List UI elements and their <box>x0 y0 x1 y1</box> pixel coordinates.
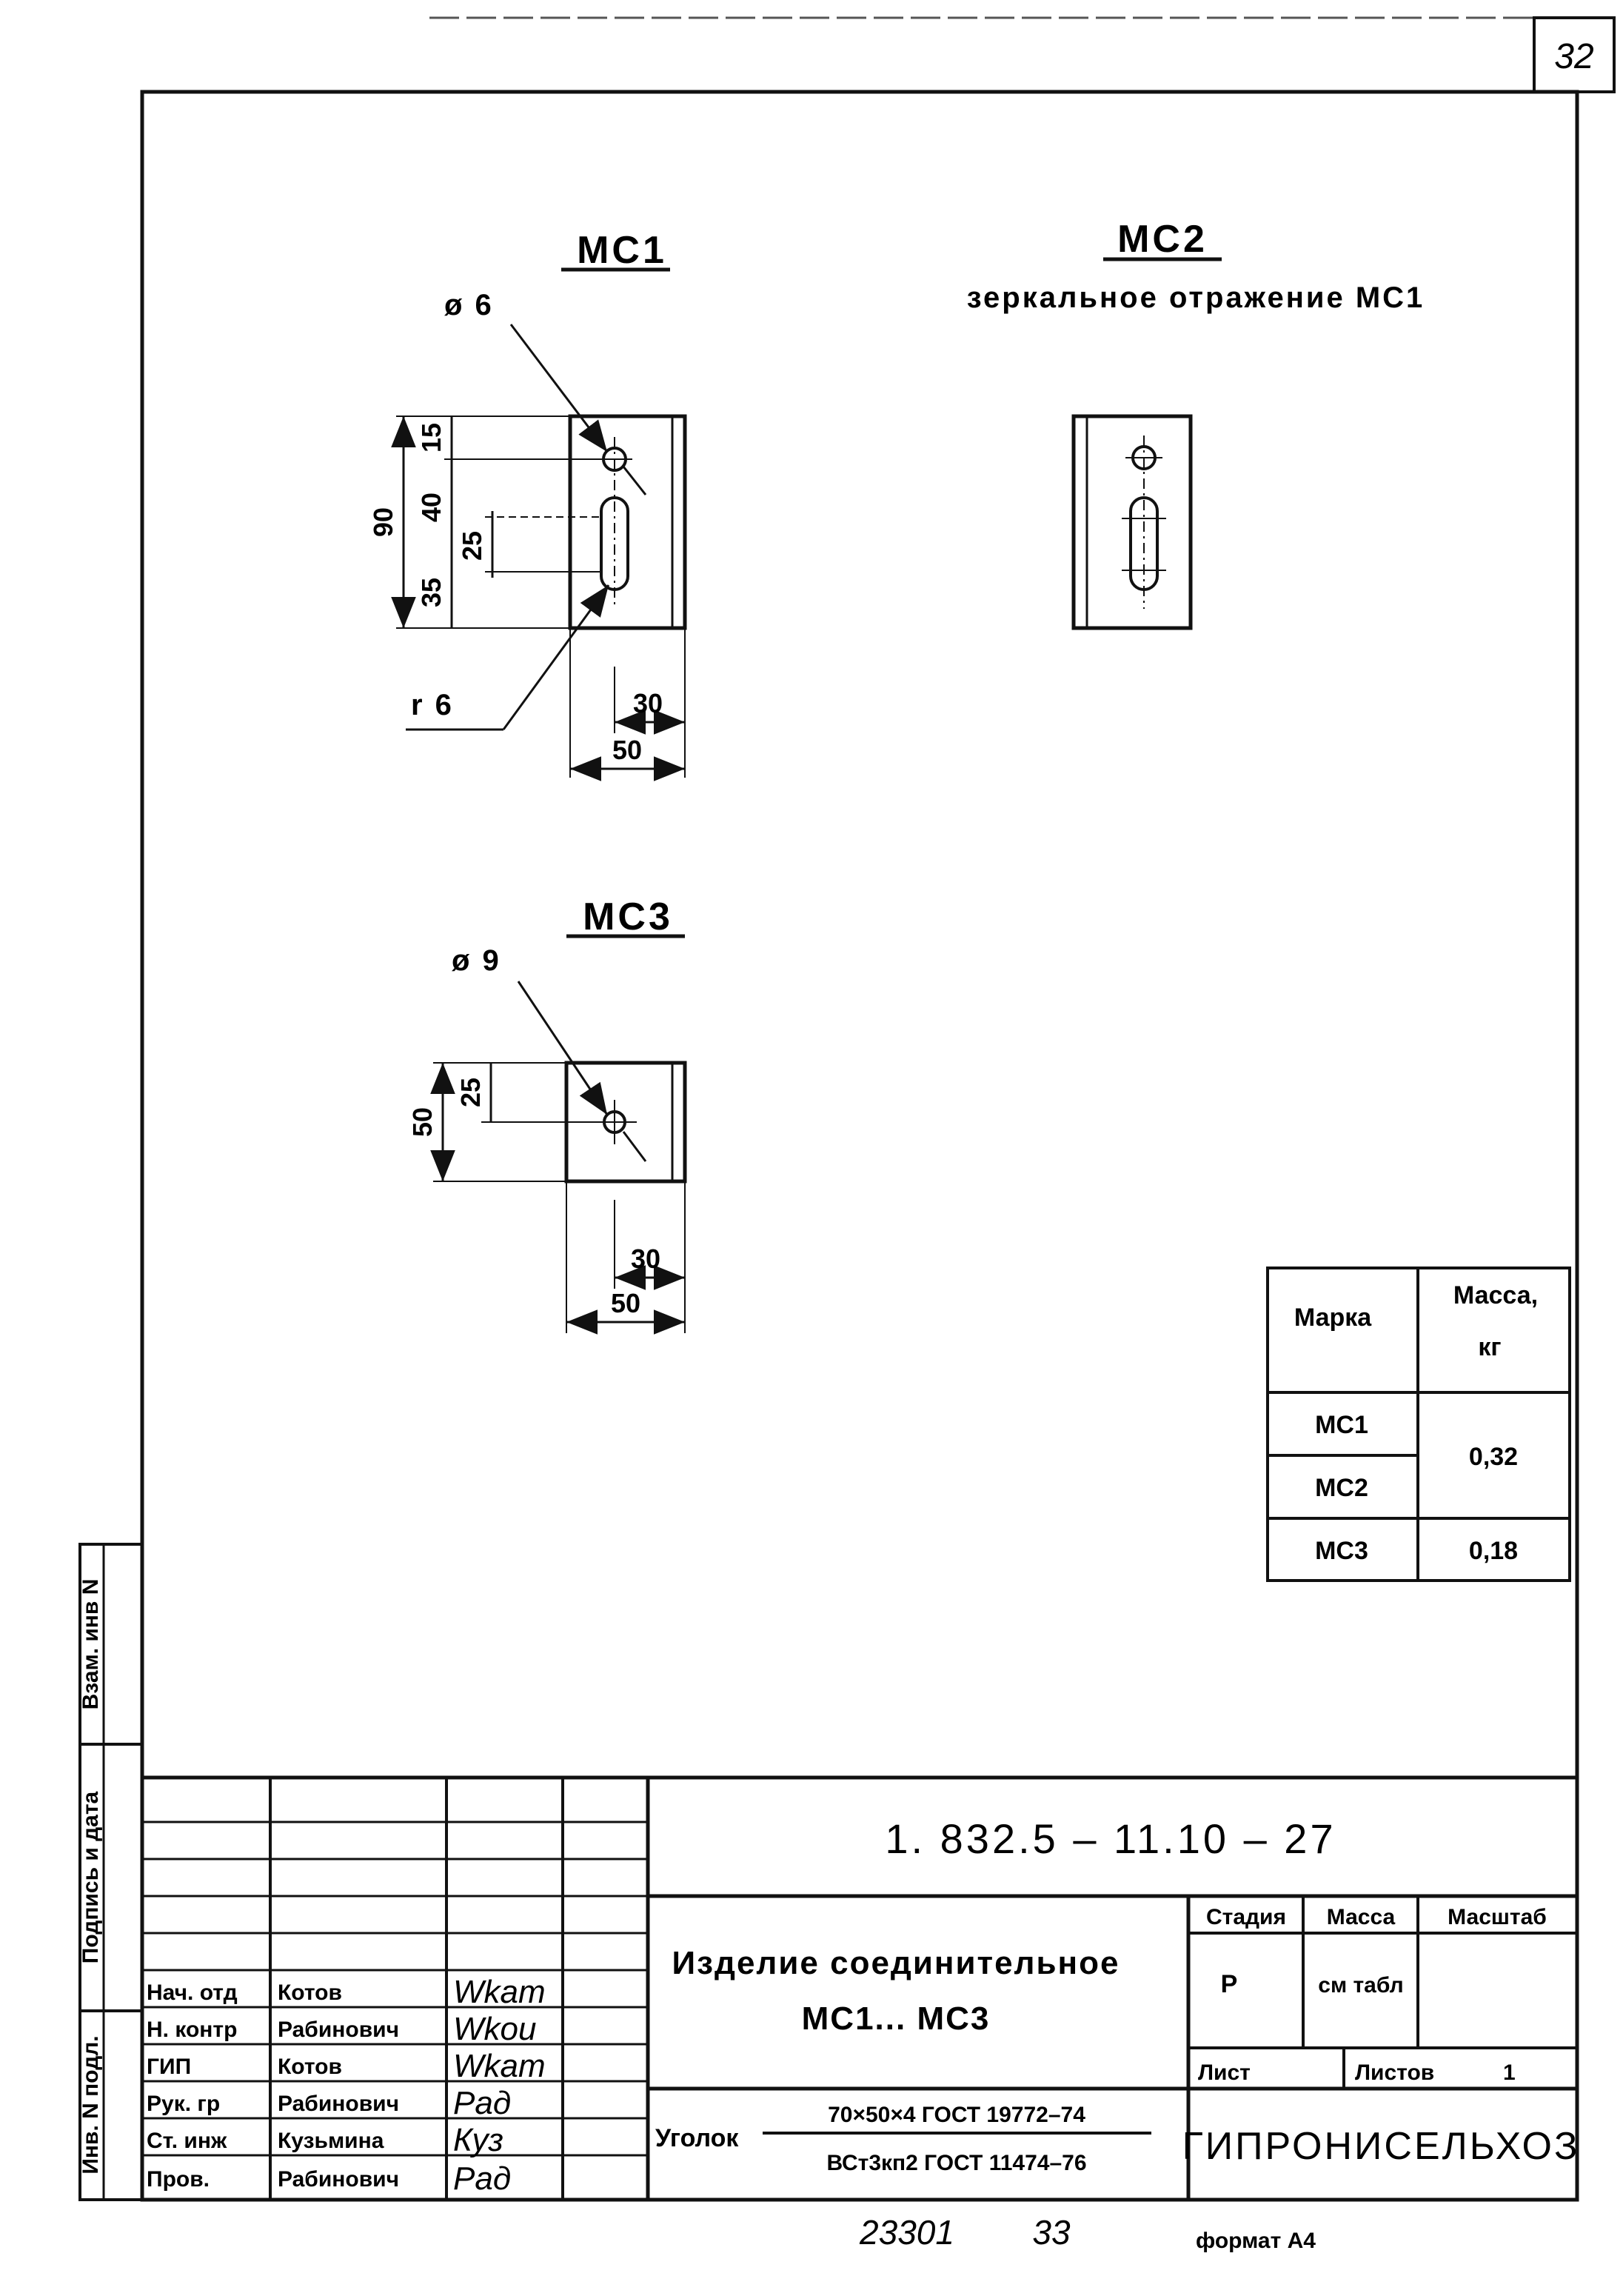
mass-table-header-mark: Марка <box>1294 1304 1372 1332</box>
side-stamp-podpis: Подпись и дата <box>78 1791 103 1963</box>
mc1-slot-label: r 6 <box>411 689 454 721</box>
tb-scale-header: Масштаб <box>1448 1905 1547 1929</box>
mc3-hole-leader <box>517 981 609 1115</box>
side-stamp-border <box>78 1543 144 2201</box>
sig-role: Пров. <box>147 2167 210 2192</box>
mc3-dim-25v-label: 25 <box>455 1078 486 1107</box>
sig-signature: Wkam <box>453 1974 546 2010</box>
mc1-plate <box>568 414 687 630</box>
title-block: Стадия Масса Масштаб Р см табл Лист Лист… <box>142 1775 1580 2200</box>
tb-mass-header: Масса <box>1327 1905 1396 1929</box>
sig-role: Н. контр <box>147 2018 237 2042</box>
footer-number: 23301 <box>859 2213 954 2252</box>
mc1-dim-50-label: 50 <box>612 735 642 765</box>
mass-table-mass-mc3: 0,18 <box>1469 1537 1518 1565</box>
mc1-slot <box>600 496 629 591</box>
mc3-title: МС3 <box>583 895 673 938</box>
mc3-dim-30-label: 30 <box>631 1244 660 1274</box>
sig-signature: Paд <box>453 2160 511 2197</box>
mc3-hole-label: ø 9 <box>452 944 501 977</box>
mass-table-mark-mc2: МС2 <box>1315 1474 1368 1502</box>
mc1-hole-leader-2 <box>622 466 647 495</box>
mass-table-mass-mc1-mc2: 0,32 <box>1469 1443 1518 1471</box>
sig-signature: Paд <box>453 2085 511 2121</box>
tb-material-top: 70×50×4 ГОСТ 19772–74 <box>828 2103 1085 2127</box>
sig-name: Рабинович <box>278 2018 399 2042</box>
tb-item-name-1: Изделие соединительное <box>672 1945 1120 1981</box>
sig-name: Рабинович <box>278 2092 399 2116</box>
sig-signature: Куз <box>453 2122 503 2158</box>
main-frame <box>140 90 1579 2202</box>
sig-row-4-entry: Ст. инж Кузьмина Куз <box>147 2122 503 2158</box>
tb-item-name-2: МС1... МС3 <box>802 2000 991 2037</box>
sig-name: Котов <box>278 2055 342 2079</box>
mc1-dim-25-label: 25 <box>457 531 487 561</box>
mc1-dim-40-label: 40 <box>416 493 446 522</box>
drawing-mc2: МС2 зеркальное отражение МС1 <box>967 218 1425 630</box>
mc2-plate <box>1071 414 1193 630</box>
mc1-hole-label: ø 6 <box>444 289 494 321</box>
tb-stage-value: Р <box>1221 1970 1238 1998</box>
sig-row-5-entry: Пров. Рабинович Paд <box>147 2160 511 2197</box>
side-stamp-vzam: Взам. инв N <box>78 1579 103 1710</box>
side-stamp: Взам. инв N Подпись и дата Инв. N подл. <box>78 1543 144 2201</box>
mc1-dim-90-label: 90 <box>368 507 398 537</box>
side-stamp-inv: Инв. N подл. <box>78 2035 103 2174</box>
mc1-slot-leader <box>502 584 610 730</box>
sig-row-1-entry: Н. контр Рабинович Wkou <box>147 2011 536 2047</box>
mass-table-header-mass: Масса, <box>1453 1281 1538 1309</box>
tb-stage-header: Стадия <box>1206 1905 1286 1929</box>
mass-table: Марка Масса, кг МС1 МС2 МС3 0,32 0,18 <box>1266 1267 1571 1582</box>
mass-table-mark-mc1: МС1 <box>1315 1411 1368 1439</box>
drawing-mc1: МС1 ø 6 r 6 90 15 40 25 35 <box>368 229 687 781</box>
tb-organization: ГИПРОНИСЕЛЬХОЗ <box>1182 2125 1580 2168</box>
mc1-dim-15-label: 15 <box>416 423 446 453</box>
sig-signature: Wkou <box>453 2011 536 2047</box>
sig-role: Нач. отд <box>147 1980 238 2005</box>
mc2-title: МС2 <box>1117 218 1208 261</box>
sig-name: Кузьмина <box>278 2129 384 2153</box>
sig-signature: Wkam <box>453 2048 546 2084</box>
mc2-subtitle: зеркальное отражение МС1 <box>967 281 1425 314</box>
sig-role: ГИП <box>147 2055 191 2079</box>
mc1-hole-leader <box>509 324 609 453</box>
sig-name: Рабинович <box>278 2167 399 2192</box>
page-number: 32 <box>1554 37 1593 76</box>
mc1-title: МС1 <box>577 229 667 272</box>
mc3-hole-leader-2 <box>622 1131 647 1162</box>
tb-material-prefix: Уголок <box>655 2124 739 2152</box>
mc2-slot <box>1129 496 1159 591</box>
mc3-dim-50v-label: 50 <box>407 1107 438 1137</box>
tb-material-bottom: ВСт3кп2 ГОСТ 11474–76 <box>826 2151 1086 2175</box>
footer-format: формат А4 <box>1196 2229 1316 2253</box>
mass-table-mark-mc3: МС3 <box>1315 1537 1368 1565</box>
sig-role: Рук. гр <box>147 2092 220 2116</box>
tb-mass-value: см табл <box>1318 1973 1403 1998</box>
sig-role: Ст. инж <box>147 2129 227 2153</box>
tb-sheets-label: Листов <box>1355 2060 1434 2085</box>
mc1-dim-35-label: 35 <box>416 578 446 607</box>
sig-row-2-entry: ГИП Котов Wkam <box>147 2048 546 2084</box>
tb-sheet-label: Лист <box>1198 2060 1251 2085</box>
mass-table-header-unit: кг <box>1478 1333 1501 1361</box>
sig-row-0: Нач. отд Котов Wkam <box>147 1974 546 2010</box>
mc3-dim-50h-label: 50 <box>611 1288 640 1318</box>
footer-copy: 33 <box>1032 2213 1071 2252</box>
sig-name: Котов <box>278 1980 342 2005</box>
drawing-mc3: МС3 ø 9 50 25 30 50 <box>407 895 687 1335</box>
tb-code: 1. 832.5 – 11.10 – 27 <box>885 1815 1336 1862</box>
mc1-dim-30-label: 30 <box>633 688 663 718</box>
sig-row-3-entry: Рук. гр Рабинович Paд <box>147 2085 511 2121</box>
tb-sheets-value: 1 <box>1503 2060 1516 2085</box>
